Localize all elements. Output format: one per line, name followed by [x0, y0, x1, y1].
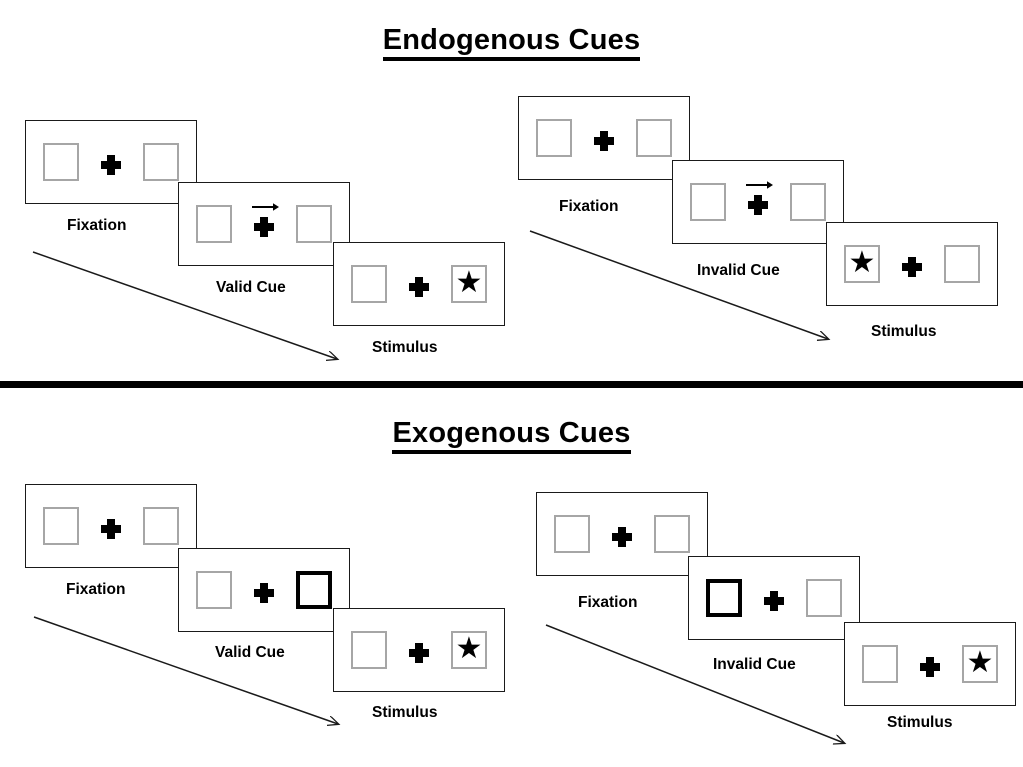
plus-sign-icon [920, 656, 940, 678]
placeholder-box-right [143, 143, 179, 181]
fixation-cross-wrap [409, 265, 429, 303]
trial-panel-endogenous-invalid-fixation[interactable] [518, 96, 690, 180]
panel-content [689, 557, 859, 639]
placeholder-box-left [196, 571, 232, 609]
placeholder-box-right [806, 579, 842, 617]
arrow-right-icon [252, 203, 279, 211]
fixation-cross-wrap [612, 515, 632, 553]
trial-panel-endogenous-valid-cue[interactable] [178, 182, 350, 266]
caption-endogenous-valid-cue: Valid Cue [216, 279, 286, 296]
fixation-cross-wrap [746, 181, 773, 221]
caption-exogenous-valid-cue: Valid Cue [215, 644, 285, 661]
fixation-cross-wrap [764, 579, 784, 617]
star-icon: ★ [966, 646, 994, 679]
trial-panel-exogenous-valid-cue[interactable] [178, 548, 350, 632]
plus-sign-icon [612, 526, 632, 548]
star-icon: ★ [455, 266, 483, 299]
plus-sign-icon [254, 582, 274, 604]
section-divider [0, 381, 1023, 388]
plus-sign-icon [594, 130, 614, 152]
placeholder-box-left [196, 205, 232, 243]
trial-panel-exogenous-invalid-cue[interactable] [688, 556, 860, 640]
trial-panel-exogenous-valid-fixation[interactable] [25, 484, 197, 568]
caption-endogenous-invalid-cue: Invalid Cue [697, 262, 780, 279]
placeholder-box-left [351, 265, 387, 303]
placeholder-box-left-cued [706, 579, 742, 617]
panel-content: ★ [334, 609, 504, 691]
placeholder-box-right [654, 515, 690, 553]
panel-content: ★ [845, 623, 1015, 705]
panel-content [519, 97, 689, 179]
plus-sign-icon [409, 276, 429, 298]
panel-content [673, 161, 843, 243]
trial-panel-exogenous-valid-stimulus[interactable]: ★ [333, 608, 505, 692]
placeholder-box-left [862, 645, 898, 683]
placeholder-box-right-cued [296, 571, 332, 609]
plus-sign-icon [101, 154, 121, 176]
caption-endogenous-invalid-fixation: Fixation [559, 198, 619, 215]
plus-sign-icon [409, 642, 429, 664]
caption-endogenous-invalid-stimulus: Stimulus [871, 323, 937, 340]
fixation-cross-wrap [902, 245, 922, 283]
panel-content [179, 549, 349, 631]
placeholder-box-right [636, 119, 672, 157]
placeholder-box-left [351, 631, 387, 669]
placeholder-box-left [554, 515, 590, 553]
section-title-endogenous-text: Endogenous Cues [382, 26, 641, 61]
fixation-cross-wrap [101, 507, 121, 545]
star-icon: ★ [455, 632, 483, 665]
placeholder-box-left [536, 119, 572, 157]
fixation-cross-wrap [101, 143, 121, 181]
star-icon: ★ [848, 246, 876, 279]
trial-panel-endogenous-valid-stimulus[interactable]: ★ [333, 242, 505, 326]
fixation-cross-wrap [920, 645, 940, 683]
placeholder-box-left-target: ★ [844, 245, 880, 283]
caption-exogenous-invalid-fixation: Fixation [578, 594, 638, 611]
trial-panel-endogenous-valid-fixation[interactable] [25, 120, 197, 204]
placeholder-box-left [43, 143, 79, 181]
placeholder-box-right [296, 205, 332, 243]
panel-content [26, 121, 196, 203]
section-title-exogenous: Exogenous Cues [0, 419, 1023, 454]
fixation-cross-wrap [594, 119, 614, 157]
placeholder-box-left [43, 507, 79, 545]
placeholder-box-right-target: ★ [451, 631, 487, 669]
plus-sign-icon [748, 194, 768, 216]
trial-panel-exogenous-invalid-fixation[interactable] [536, 492, 708, 576]
arrow-right-icon [746, 181, 773, 189]
panel-content: ★ [827, 223, 997, 305]
section-title-exogenous-text: Exogenous Cues [392, 419, 631, 454]
placeholder-box-left [690, 183, 726, 221]
placeholder-box-right [944, 245, 980, 283]
caption-exogenous-valid-stimulus: Stimulus [372, 704, 438, 721]
caption-exogenous-valid-fixation: Fixation [66, 581, 126, 598]
caption-endogenous-valid-stimulus: Stimulus [372, 339, 438, 356]
plus-sign-icon [101, 518, 121, 540]
section-title-endogenous: Endogenous Cues [0, 26, 1023, 61]
fixation-cross-wrap [252, 203, 279, 243]
plus-sign-icon [902, 256, 922, 278]
caption-exogenous-invalid-stimulus: Stimulus [887, 714, 953, 731]
panel-content [537, 493, 707, 575]
placeholder-box-right-target: ★ [962, 645, 998, 683]
fixation-cross-wrap [409, 631, 429, 669]
caption-endogenous-valid-fixation: Fixation [67, 217, 127, 234]
plus-sign-icon [254, 216, 274, 238]
trial-panel-exogenous-invalid-stimulus[interactable]: ★ [844, 622, 1016, 706]
panel-content [26, 485, 196, 567]
placeholder-box-right-target: ★ [451, 265, 487, 303]
trial-panel-endogenous-invalid-stimulus[interactable]: ★ [826, 222, 998, 306]
placeholder-box-right [790, 183, 826, 221]
caption-exogenous-invalid-cue: Invalid Cue [713, 656, 796, 673]
plus-sign-icon [764, 590, 784, 612]
fixation-cross-wrap [254, 571, 274, 609]
placeholder-box-right [143, 507, 179, 545]
trial-panel-endogenous-invalid-cue[interactable] [672, 160, 844, 244]
panel-content: ★ [334, 243, 504, 325]
panel-content [179, 183, 349, 265]
